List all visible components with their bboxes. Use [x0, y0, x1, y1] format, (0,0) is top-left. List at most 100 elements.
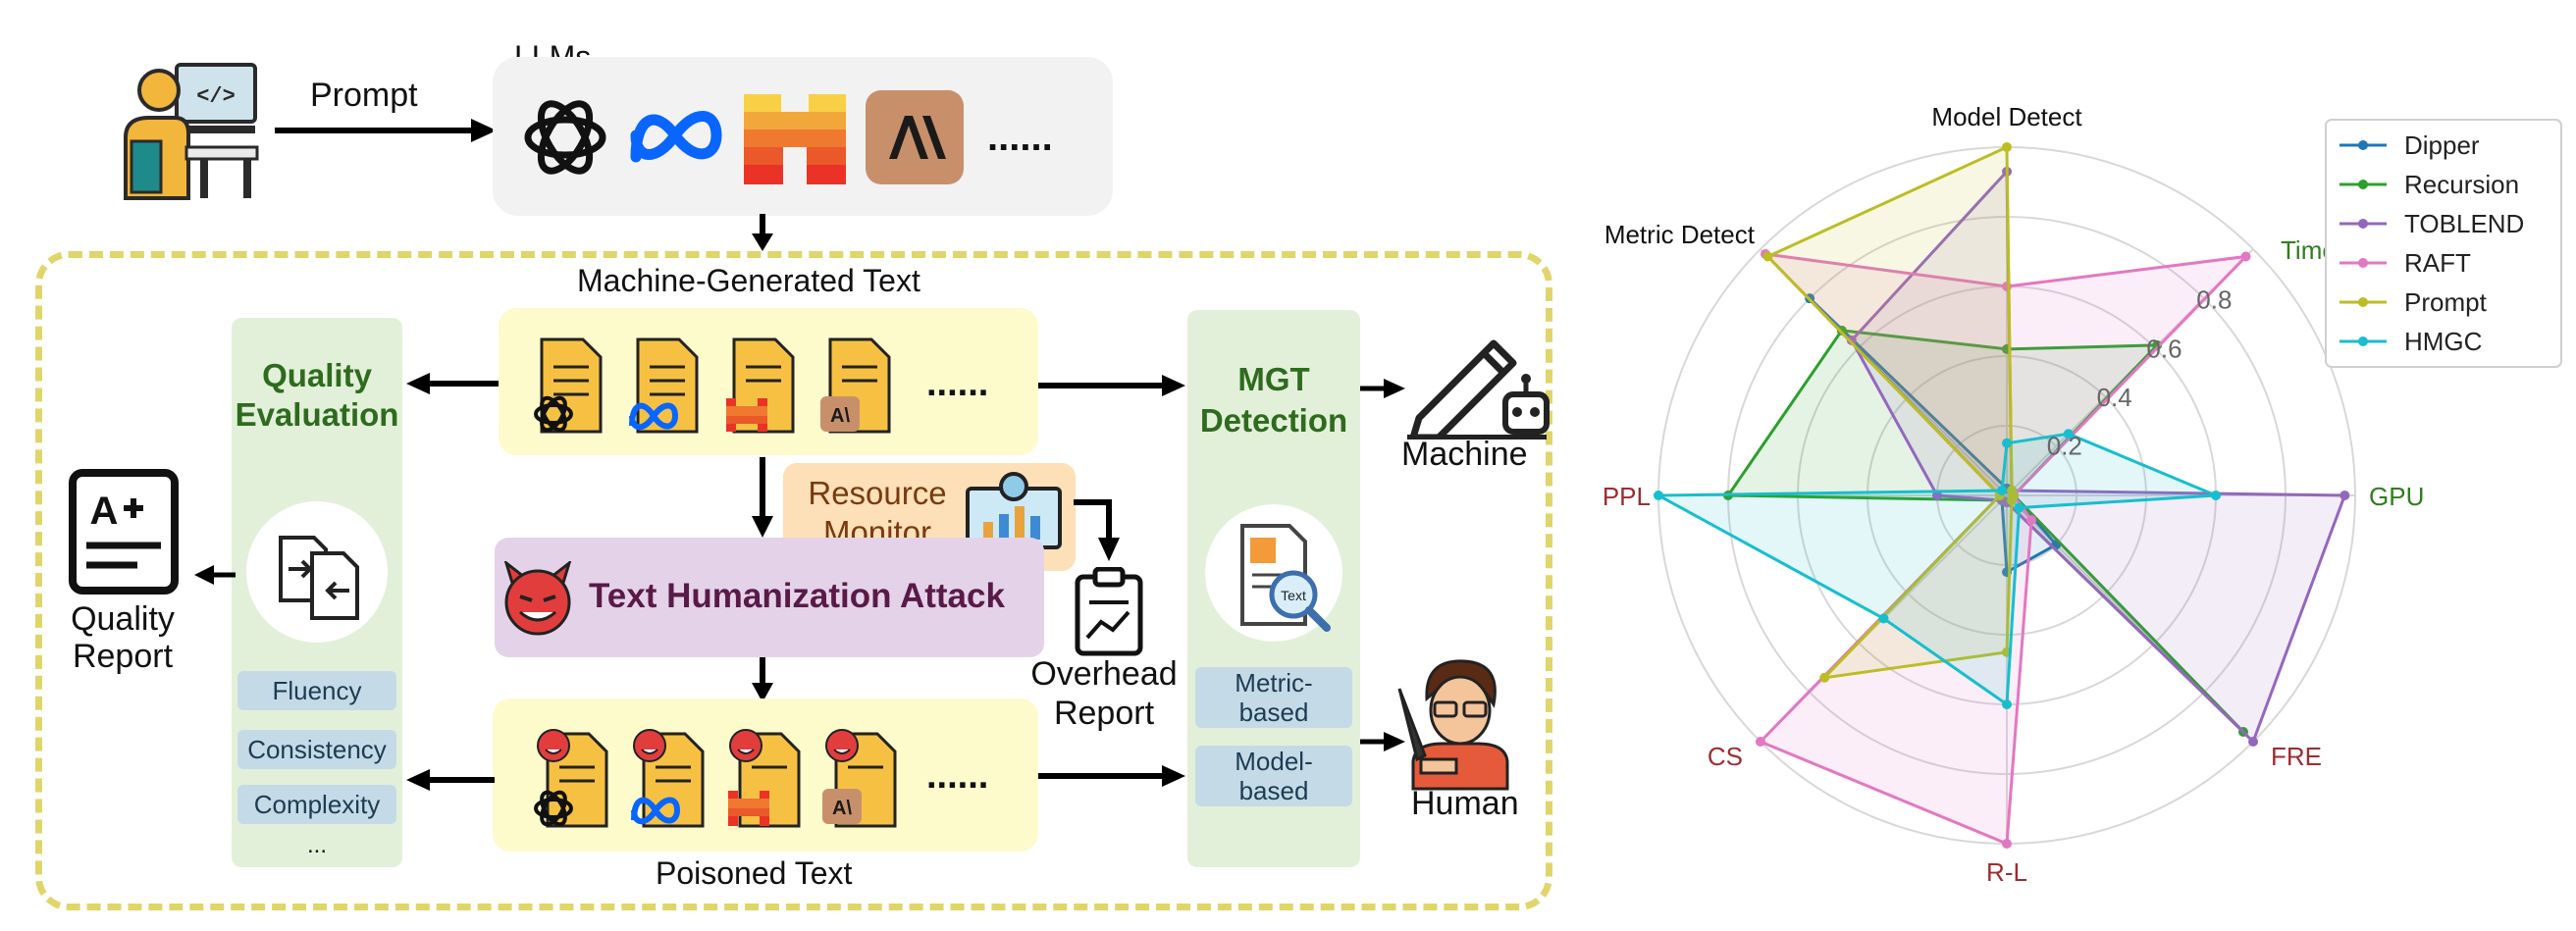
quality-report-label-2: Report — [72, 638, 174, 675]
radar-point — [2014, 502, 2024, 513]
llm-ellipsis: ...... — [987, 116, 1053, 159]
mgt-to-detection-arrow — [1038, 371, 1187, 400]
mgt-to-attack-arrow — [748, 457, 777, 540]
metric-fluency: Fluency — [237, 671, 396, 710]
metric-ellipsis: ... — [306, 832, 327, 858]
mgt-label: Machine-Generated Text — [577, 263, 920, 298]
legend-label: Prompt — [2404, 287, 2488, 317]
robot-pen-icon — [1403, 324, 1551, 440]
svg-text:A\: A\ — [832, 798, 852, 819]
legend-label: Dipper — [2404, 130, 2480, 160]
detection-to-machine-arrow — [1360, 375, 1407, 402]
radar-point — [1878, 613, 1889, 624]
quality-report-arrow — [192, 561, 236, 589]
radar-point — [1819, 672, 1830, 683]
radar-point — [2339, 491, 2350, 500]
radar-axis-label: R-L — [1986, 857, 2027, 887]
radar-axis-label: GPU — [2369, 482, 2424, 511]
radar-tick-label: 0.8 — [2196, 285, 2232, 315]
radar-point — [1996, 485, 2007, 495]
radar-point — [2002, 839, 2012, 849]
monitor-to-overhead-arrow — [1074, 494, 1121, 563]
svg-text:A: A — [90, 490, 119, 533]
attack-to-poisoned-arrow — [748, 657, 777, 704]
radar-point — [2026, 515, 2037, 526]
legend-marker — [2358, 140, 2368, 150]
radar-point — [2007, 495, 2018, 506]
overhead-report-label-1: Overhead — [1030, 655, 1178, 693]
legend-marker — [2358, 336, 2368, 346]
model-based-line-2: based — [1238, 776, 1309, 805]
radar-axis-label: PPL — [1603, 482, 1651, 511]
model-based-line-1: Model- — [1235, 747, 1313, 776]
mgt-ellipsis: ...... — [926, 363, 989, 404]
legend-label: Recursion — [2404, 170, 2519, 199]
radar-point — [1654, 491, 1663, 500]
poisoned-to-detection-arrow — [1038, 761, 1187, 791]
llm-down-arrow — [748, 214, 777, 253]
svg-text:</>: </> — [196, 84, 236, 109]
quality-eval-title-1: Quality — [262, 357, 372, 393]
overhead-report-label-2: Report — [1053, 695, 1155, 732]
radar-point — [2240, 251, 2251, 262]
radar-axis-label: CS — [1708, 742, 1743, 771]
radar-point — [1846, 335, 1857, 345]
attack-panel — [495, 538, 1044, 657]
devil-icon — [502, 561, 573, 636]
radar-point — [2063, 429, 2074, 440]
openai-icon — [518, 90, 612, 184]
mgt-documents: A\ — [520, 328, 932, 436]
legend-label: RAFT — [2404, 248, 2471, 278]
pipeline-diagram: </> Prompt LLMs — [35, 39, 1552, 910]
human-label: Human — [1411, 785, 1519, 822]
clipboard-icon — [1072, 567, 1146, 657]
radar-tick-label: 0.4 — [2097, 383, 2132, 412]
radar-point — [2002, 142, 2012, 152]
svg-text:Text: Text — [1281, 588, 1306, 603]
radar-axis-label: Metric Detect — [1604, 220, 1756, 249]
legend-marker — [2358, 219, 2368, 229]
poisoned-document-icon — [628, 726, 707, 828]
text-search-icon: Text — [1195, 500, 1352, 647]
prompt-arrow — [273, 116, 499, 145]
radar-axis-label: FRE — [2271, 742, 2322, 771]
mgt-detection-title-2: Detection — [1199, 402, 1348, 439]
document-icon: A\ — [820, 337, 893, 434]
poisoned-ellipsis: ...... — [926, 755, 989, 797]
developer-icon: </> — [118, 61, 265, 203]
legend-label: HMGC — [2404, 327, 2482, 356]
legend-marker — [2358, 180, 2368, 189]
resource-monitor-label-1: Resource — [808, 475, 947, 511]
metric-based-box: Metric- based — [1195, 667, 1352, 728]
radar-point — [1836, 325, 1847, 336]
prompt-label: Prompt — [310, 77, 418, 114]
metric-based-line-1: Metric- — [1235, 668, 1313, 698]
radar-point — [2002, 438, 2012, 448]
attack-label: Text Humanization Attack — [589, 577, 1005, 615]
poisoned-to-quality-arrow — [404, 765, 497, 795]
radar-tick-label: 0.6 — [2146, 334, 2182, 363]
compare-icon — [241, 498, 393, 646]
radar-point — [2152, 339, 2163, 350]
anthropic-icon — [866, 90, 964, 184]
framework-container — [35, 251, 1552, 910]
detection-to-human-arrow — [1360, 728, 1407, 755]
legend-label: TOBLEND — [2404, 209, 2524, 238]
legend-marker — [2358, 258, 2368, 268]
document-icon — [628, 337, 701, 434]
machine-label: Machine — [1401, 436, 1528, 473]
legend-marker — [2358, 297, 2368, 307]
mistral-icon — [744, 94, 846, 184]
poisoned-document-icon — [724, 726, 803, 828]
radar-point — [1755, 737, 1765, 748]
radar-legend — [2325, 119, 2562, 368]
document-icon — [532, 337, 605, 434]
poisoned-label: Poisoned Text — [656, 855, 853, 891]
metric-based-line-2: based — [1238, 698, 1309, 727]
radar-point — [1762, 251, 1773, 262]
mgt-detection-title-1: MGT — [1237, 361, 1310, 397]
metric-complexity: Complexity — [237, 785, 396, 824]
radar-point — [2248, 737, 2259, 748]
